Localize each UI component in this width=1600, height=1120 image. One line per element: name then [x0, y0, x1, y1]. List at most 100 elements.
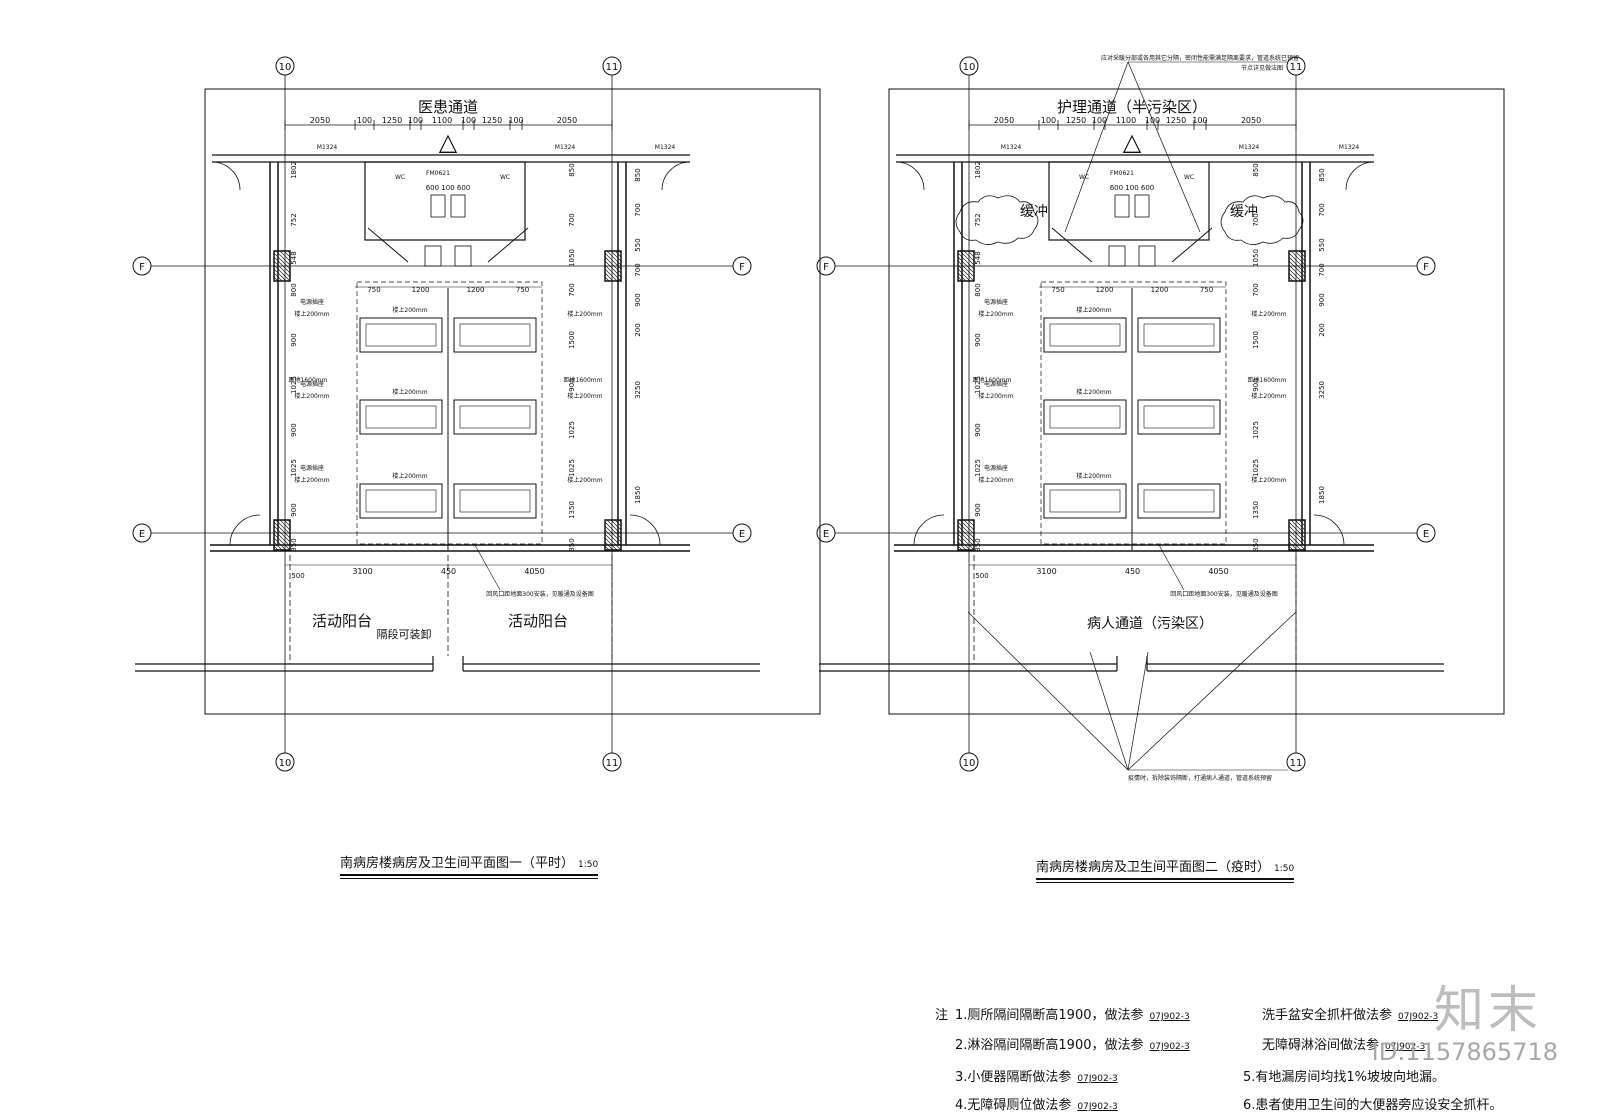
hatch-line — [1288, 252, 1306, 270]
leader-line — [1089, 651, 1129, 771]
hatch-line — [957, 525, 975, 543]
dim-label: 700 — [1252, 283, 1260, 296]
dim-label: 4050 — [1208, 567, 1228, 576]
dim-label: 1050 — [568, 249, 576, 267]
dim-label: 1025 — [568, 459, 576, 477]
bed-note: 楼上200mm — [1076, 388, 1111, 396]
hatch-line — [273, 264, 291, 282]
dim-label: 1200 — [467, 286, 485, 294]
axis-10-bottom-label: 10 — [279, 758, 292, 769]
bed-mattress — [459, 405, 531, 429]
plan-frame — [888, 88, 1505, 715]
hatch-line — [1288, 272, 1298, 282]
dim-label: 450 — [441, 567, 456, 576]
basin-dims: 600 100 600 — [426, 184, 471, 192]
dim-label: 1500 — [1252, 331, 1260, 349]
leader-line — [967, 611, 1129, 771]
leader-line — [1158, 544, 1185, 591]
dim-label: 1802 — [974, 161, 982, 179]
hatch-line — [1288, 260, 1306, 278]
hatch-line — [1290, 519, 1306, 535]
hatch-line — [604, 545, 610, 551]
outlet-note: 电源插座 — [300, 298, 324, 306]
toilet-label: WC — [395, 174, 405, 181]
hatch-line — [604, 529, 622, 547]
bathroom-block — [364, 161, 526, 241]
dim-label: 1025 — [974, 459, 982, 477]
hatch-line — [273, 533, 291, 551]
hatch-line — [1288, 541, 1298, 551]
hatch-line — [604, 256, 622, 274]
door-swing — [913, 514, 945, 546]
outlet-note: 电源插座 — [984, 464, 1008, 472]
dim-label: 900 — [1252, 378, 1260, 391]
watermark-id: ID:1157865718 — [1371, 1038, 1558, 1066]
hatch-line — [606, 250, 622, 266]
door-code: M1324 — [1339, 144, 1360, 151]
dim-label: 700 — [634, 203, 642, 216]
bed-mattress — [1143, 323, 1215, 347]
hatch-line — [1288, 537, 1302, 551]
notes-label: 注 — [935, 1008, 949, 1023]
dim-label: 752 — [290, 213, 298, 226]
dim-label: 700 — [568, 283, 576, 296]
shower-unit — [1108, 245, 1126, 267]
dim-label: 1025 — [1252, 459, 1260, 477]
axis-10-top-label: 10 — [279, 62, 292, 73]
hatch-line — [606, 519, 622, 535]
door-leaf — [1171, 227, 1213, 263]
axis-e-left-label: E — [139, 529, 145, 540]
hatch-line — [963, 250, 975, 262]
hatch-line — [957, 521, 975, 539]
dim-label: 100 — [508, 116, 523, 125]
hatch-line — [957, 264, 975, 282]
dim-label: 750 — [1051, 286, 1064, 294]
wall-note: 距地1600mm — [564, 376, 603, 384]
hatch-line — [963, 519, 975, 531]
dim-label: 1850 — [634, 486, 642, 504]
dim-label: 100 — [1041, 116, 1056, 125]
dim-label: 1100 — [432, 116, 452, 125]
hatch-line — [604, 276, 610, 282]
dim-label: 1802 — [290, 161, 298, 179]
bed-right — [453, 399, 537, 435]
bed-mattress — [459, 489, 531, 513]
dim-label: 550 — [1318, 238, 1326, 251]
air-return-note: 回风口距地面300安装，见暖通及设备图 — [486, 590, 593, 598]
bed-note: 楼上200mm — [392, 388, 427, 396]
dim-label: 100 — [357, 116, 372, 125]
hatch-line — [273, 252, 291, 270]
door-swing — [211, 161, 241, 191]
door-code: FM0621 — [1110, 170, 1134, 177]
wall-note: 距地1600mm — [1248, 376, 1287, 384]
dim-label: 1200 — [1151, 286, 1169, 294]
axis-10-bottom-label: 10 — [963, 758, 976, 769]
corridor-label: 护理通道（半污染区） — [1057, 98, 1207, 116]
hatch-line — [957, 537, 971, 551]
plan2-title: 南病房楼病房及卫生间平面图二（疫时）1:50 — [1036, 856, 1295, 883]
hatch-line — [614, 519, 622, 527]
hatch-line — [610, 519, 622, 531]
door-swing — [229, 514, 261, 546]
hatch-line — [1294, 250, 1306, 262]
dim-label: 700 — [1318, 263, 1326, 276]
door-code: M1324 — [655, 144, 676, 151]
dim-label: 700 — [568, 213, 576, 226]
hatch-line — [967, 519, 975, 527]
hatch-line — [957, 541, 967, 551]
hatch-line — [957, 256, 975, 274]
bed-left — [359, 399, 443, 435]
basin — [450, 194, 466, 218]
hatch-line — [604, 260, 622, 278]
hatch-line — [275, 250, 291, 266]
hatch-line — [610, 250, 622, 262]
leader-line — [1127, 61, 1201, 233]
dim-label: 1250 — [382, 116, 402, 125]
bed-zone — [1040, 281, 1227, 545]
door-code: FM0621 — [426, 170, 450, 177]
door-swing — [895, 161, 925, 191]
bathroom-block — [1048, 161, 1210, 241]
